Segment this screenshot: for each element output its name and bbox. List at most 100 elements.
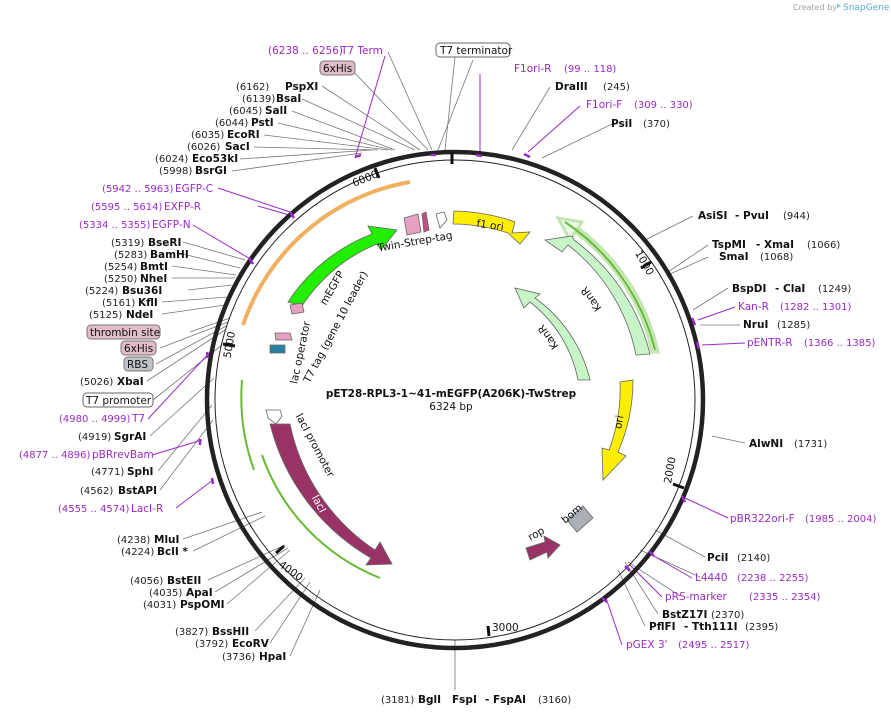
primer-l4440-pos: (2238 .. 2255): [737, 573, 809, 584]
enzyme-eco53ki: Eco53kI: [192, 153, 238, 165]
box-6xhis-top: 6xHis: [319, 60, 356, 76]
box-6xhis-left: 6xHis: [120, 340, 157, 356]
enzyme-xbai-pos: (5026): [80, 377, 113, 388]
primer-laci-r-pos: (4555 .. 4574): [58, 504, 130, 515]
enzyme-bspdi: BspDI: [732, 283, 766, 295]
primer-pgex-3: pGEX 3': [626, 639, 668, 651]
enzyme-mlui: MluI: [154, 534, 179, 546]
enzyme-bmti-pos: (5254): [104, 262, 137, 273]
primer-pbr322ori-f: pBR322ori-F: [730, 513, 795, 525]
enzyme-pspomi: PspOMI: [180, 599, 225, 611]
rbs-text: RBS: [127, 359, 148, 371]
lac-operator-feature[interactable]: lac operator T7 tag (gene 10 leader): [269, 269, 371, 386]
enzyme-pspomi-pos: (4031): [143, 600, 176, 611]
box-t7-promoter: T7 promoter: [82, 392, 154, 408]
enzyme-ecorv-pos: (3792): [195, 639, 228, 650]
enzyme-bspdi-sep: - ClaI: [775, 283, 805, 295]
primer-t7-term-pos: (6238 .. 6256): [268, 45, 343, 57]
enzyme-pspxi-pos: (6162): [236, 82, 269, 93]
rop-label: rop: [526, 525, 547, 544]
primer-prs-marker-pos: (2335 .. 2354): [749, 592, 821, 603]
enzyme-tspmi: TspMI: [712, 239, 746, 251]
enzyme-bgli-pos: (3181): [381, 695, 414, 706]
enzyme-bsu36i: Bsu36I: [122, 285, 162, 297]
primer-exfp-r: EXFP-R: [164, 201, 201, 213]
f1-ori-label: f1 ori: [476, 218, 505, 234]
enzyme-kfli: KflI: [138, 297, 158, 309]
enzyme-ecori: EcoRI: [227, 129, 260, 141]
plasmid-size: 6324 bp: [429, 401, 473, 413]
enzyme-psii: PsiI: [611, 118, 632, 130]
enzyme-ecorv: EcoRV: [232, 638, 270, 650]
primer-egfp-c: EGFP-C: [175, 183, 213, 195]
primer-pentr-r: pENTR-R: [747, 337, 793, 349]
primer-f1ori-f: F1ori-F: [586, 99, 622, 111]
enzyme-bsai-pos: (6139): [242, 94, 275, 105]
kanr-outer-label: KanR: [579, 284, 604, 313]
enzyme-alwni: AlwNI: [749, 438, 783, 450]
enzyme-bseri-pos: (5319): [111, 238, 144, 249]
enzyme-mlui-pos: (4238): [117, 535, 150, 546]
rop-feature[interactable]: rop: [525, 525, 561, 561]
backbone-circle: [204, 149, 706, 651]
tick-label-3000: 3000: [492, 622, 519, 634]
enzyme-bsshii: BssHII: [212, 626, 249, 638]
megfp-feature[interactable]: mEGFP: [287, 225, 398, 307]
enzyme-ecori-pos: (6035): [191, 130, 224, 141]
right-primer-labels: F1ori-R (99 .. 118) F1ori-F (309 .. 330)…: [514, 63, 877, 651]
primer-egfp-c-pos: (5942 .. 5963): [102, 184, 174, 195]
enzyme-bcli-pos: (4224): [121, 547, 154, 558]
enzyme-bcli: BclI *: [157, 546, 188, 558]
enzyme-tspmi-pos: (1066): [807, 240, 840, 251]
enzyme-smai: SmaI: [719, 251, 749, 263]
brand-name: SnapGene: [843, 3, 890, 13]
primer-f1ori-f-pos: (309 .. 330): [634, 100, 693, 111]
enzyme-eco53ki-pos: (6024): [155, 154, 188, 165]
primer-prs-marker: pRS-marker: [665, 591, 728, 603]
primer-f1ori-r: F1ori-R: [514, 63, 551, 75]
enzyme-psti: PstI: [251, 117, 274, 129]
primer-t7-term-name: T7 Term: [340, 45, 383, 57]
enzyme-sali-pos: (6045): [229, 106, 262, 117]
enzyme-sgrai-pos: (4919): [78, 432, 111, 443]
primer-pgex-3-pos: (2495 .. 2517): [678, 640, 750, 651]
orange-cds-arc: [241, 180, 411, 326]
enzyme-asisi: AsiSI: [698, 210, 727, 222]
primer-kan-r: Kan-R: [738, 301, 769, 313]
enzyme-bsrgi: BsrGI: [195, 165, 227, 177]
box-t7-terminator: T7 terminator: [435, 42, 513, 58]
brand-created-by: Created by: [793, 3, 837, 12]
green-outline-arcs: [240, 221, 656, 579]
enzyme-pflfi-pos: (2395): [745, 622, 778, 633]
enzyme-bsu36i-pos: (5224): [85, 286, 118, 297]
enzyme-bsteii-pos: (4056): [130, 576, 163, 587]
enzyme-asisi-pos: (944): [783, 211, 810, 222]
primer-egfp-n-pos: (5334 .. 5355): [79, 220, 151, 231]
ori-feature[interactable]: ori: [601, 379, 634, 481]
primer-t7: T7: [131, 413, 145, 425]
enzyme-hpai: HpaI: [259, 651, 286, 663]
kanr-outer-feature[interactable]: KanR: [543, 216, 660, 356]
enzyme-psti-pos: (6044): [215, 118, 248, 129]
enzyme-asisi-sep: - PvuI: [735, 210, 769, 222]
enzyme-xbai: XbaI: [117, 376, 144, 388]
kanr-inner-feature[interactable]: KanR: [514, 287, 591, 381]
primer-pbrrevbam: pBRrevBam: [92, 449, 154, 461]
tick-label-2000: 2000: [662, 456, 678, 484]
enzyme-pflfi: PflFI: [649, 621, 676, 633]
enzyme-brui-pos: (1285): [777, 320, 810, 331]
enzyme-bamhi-pos: (5283): [114, 250, 147, 261]
enzyme-apai-pos: (4035): [149, 588, 182, 599]
enzyme-brui: NruI: [743, 319, 768, 331]
enzyme-nhei: NheI: [140, 273, 167, 285]
laci-feature[interactable]: lacI: [269, 423, 393, 566]
connector-lines: [146, 51, 746, 690]
primer-connectors: [147, 55, 746, 646]
bottom-enzyme-label: (3181) BglI FspI - FspAI (3160): [381, 694, 571, 706]
enzyme-bmti: BmtI: [140, 261, 168, 273]
thrombin-text: thrombin site: [90, 327, 160, 339]
bom-feature[interactable]: bom: [559, 502, 594, 533]
f1-ori-feature[interactable]: f1 ori: [452, 210, 531, 245]
enzyme-bsshii-pos: (3827): [175, 627, 208, 638]
